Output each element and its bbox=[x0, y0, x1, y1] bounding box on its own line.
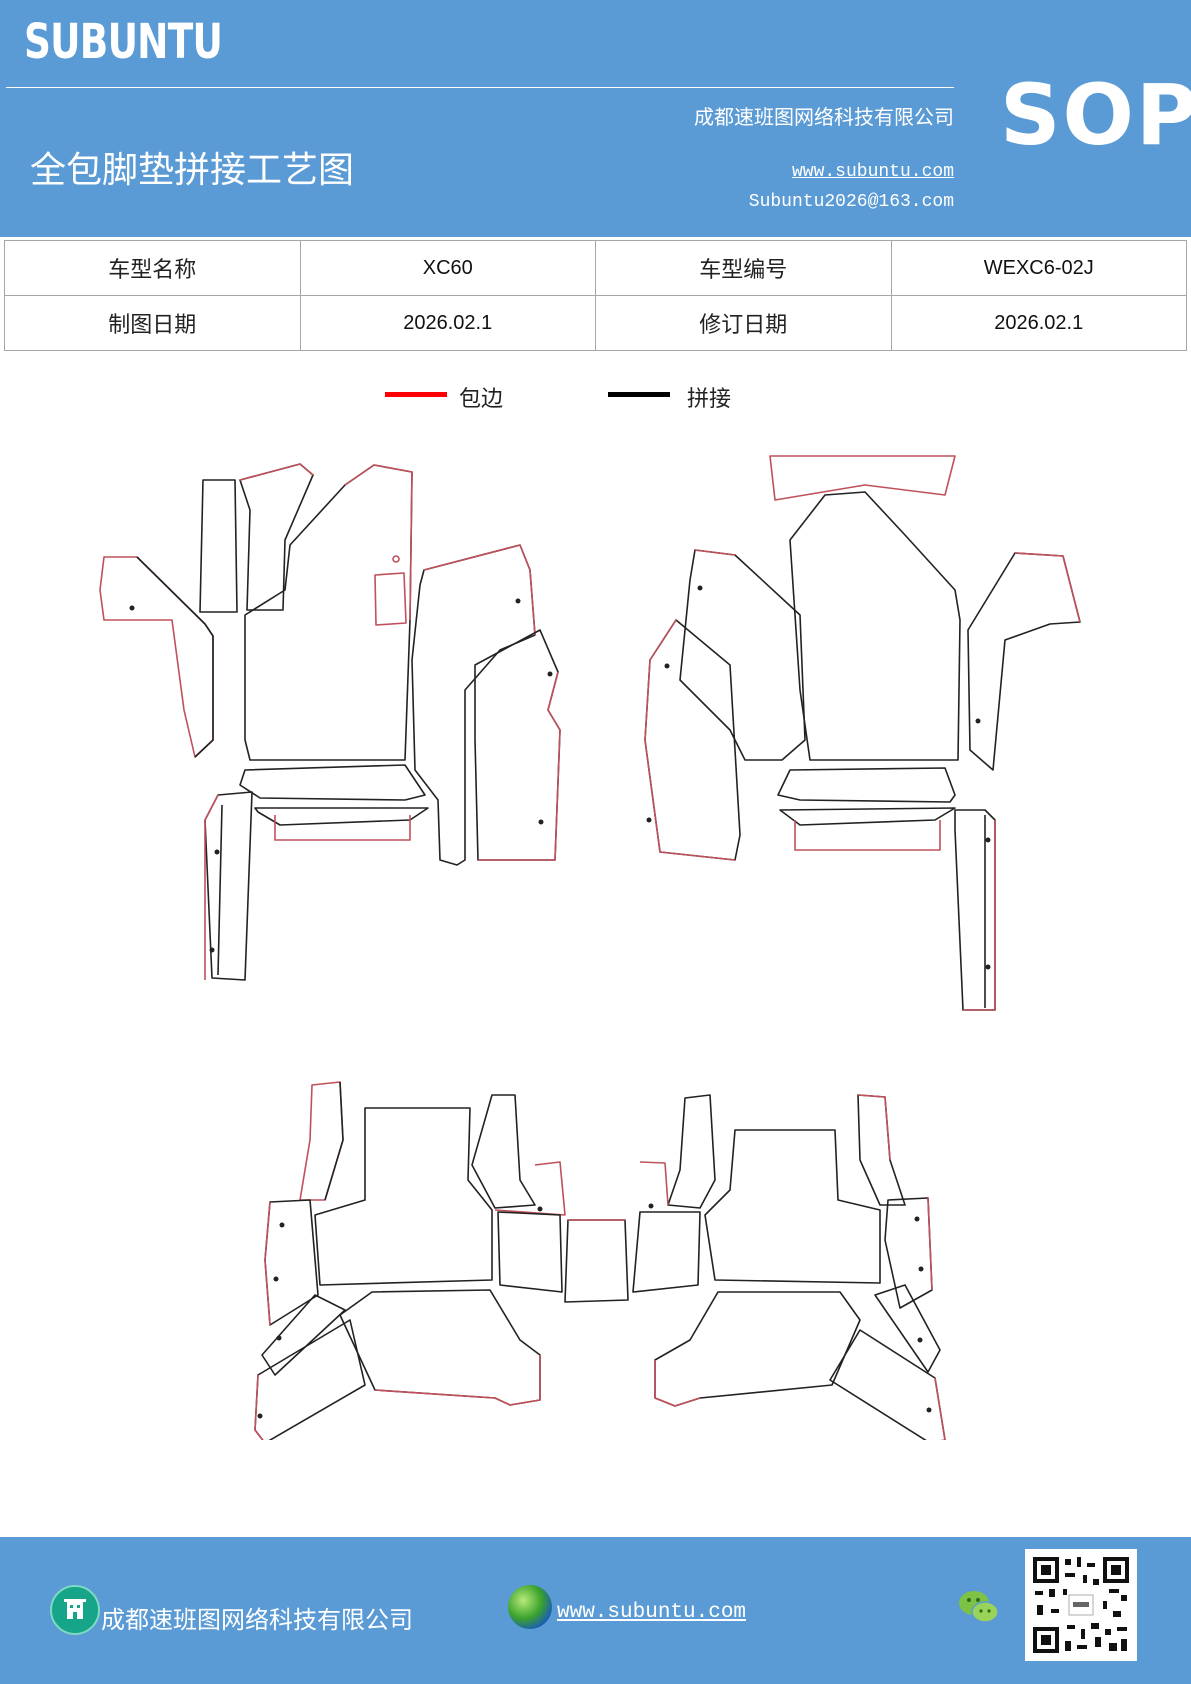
document-title: 全包脚垫拼接工艺图 bbox=[30, 150, 355, 191]
draw-date-label: 制图日期 bbox=[4, 295, 301, 351]
footer-banner: 成都速班图网络科技有限公司 www.subuntu.com bbox=[0, 1537, 1191, 1684]
model-code-label: 车型编号 bbox=[595, 240, 892, 296]
model-name-value: XC60 bbox=[299, 240, 596, 296]
footer-website-link[interactable]: www.subuntu.com bbox=[557, 1601, 747, 1624]
header-company: 成都速班图网络科技有限公司 bbox=[694, 105, 954, 129]
header-website-link[interactable]: www.subuntu.com bbox=[791, 162, 954, 182]
header-banner: SUBUNTU 成都速班图网络科技有限公司 全包脚垫拼接工艺图 www.subu… bbox=[0, 0, 1191, 237]
header-email[interactable]: Subuntu2026@163.com bbox=[748, 192, 954, 212]
draw-date-value: 2026.02.1 bbox=[299, 295, 596, 351]
front-right-pieces bbox=[644, 455, 1081, 1011]
front-left-pieces bbox=[99, 463, 561, 981]
model-name-label: 车型名称 bbox=[4, 240, 301, 296]
sop-badge: SOP bbox=[1000, 66, 1191, 164]
revise-date-label: 修订日期 bbox=[595, 295, 892, 351]
footer-company: 成都速班图网络科技有限公司 bbox=[101, 1606, 413, 1634]
table-row: 制图日期 2026.02.1 修订日期 2026.02.1 bbox=[4, 295, 1187, 351]
legend-label-seam: 拼接 bbox=[687, 387, 732, 412]
table-row: 车型名称 XC60 车型编号 WEXC6-02J bbox=[4, 240, 1187, 296]
revise-date-value: 2026.02.1 bbox=[890, 295, 1187, 351]
qr-code[interactable] bbox=[1025, 1549, 1137, 1661]
rear-left-pieces bbox=[254, 1081, 629, 1440]
building-icon bbox=[50, 1585, 100, 1635]
legend-swatch-edge bbox=[385, 392, 447, 397]
info-table: 车型名称 XC60 车型编号 WEXC6-02J 制图日期 2026.02.1 … bbox=[4, 240, 1187, 351]
reference-dots bbox=[129, 585, 991, 1419]
header-divider bbox=[6, 87, 954, 88]
legend-swatch-seam bbox=[608, 392, 670, 397]
model-code-value: WEXC6-02J bbox=[890, 240, 1187, 296]
legend: 包边 拼接 bbox=[0, 380, 1191, 420]
brand-logo: SUBUNTU bbox=[24, 14, 223, 70]
floor-mat-pattern-drawing bbox=[99, 455, 1081, 1440]
legend-label-edge: 包边 bbox=[459, 387, 504, 412]
globe-icon bbox=[508, 1585, 552, 1629]
wechat-icon[interactable] bbox=[957, 1587, 1001, 1627]
rear-right-pieces bbox=[632, 1094, 946, 1440]
